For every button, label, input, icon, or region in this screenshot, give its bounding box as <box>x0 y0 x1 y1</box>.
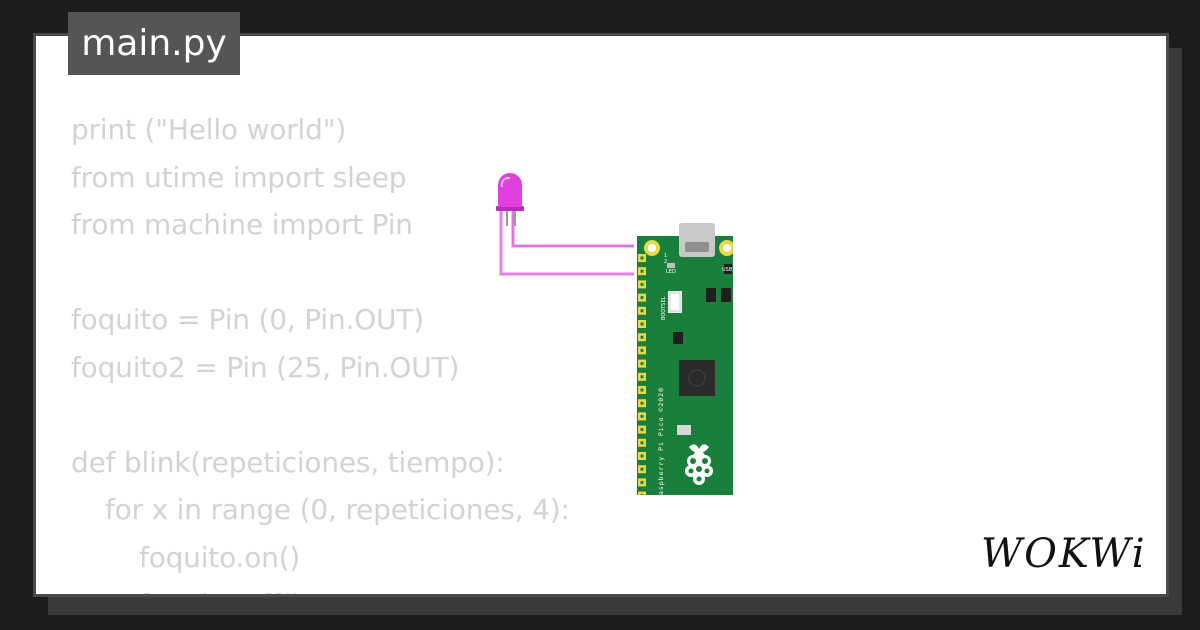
rp2040-chip <box>679 360 715 396</box>
header-pin-hole <box>640 401 644 405</box>
led-icon[interactable] <box>496 173 524 226</box>
code-line: foquito2 = Pin (25, Pin.OUT) <box>71 350 460 384</box>
code-line: print ("Hello world") <box>71 113 347 146</box>
header-pin-hole <box>640 348 644 352</box>
wire-pin-led-cathode <box>510 204 634 248</box>
code-line: def blink(repeticiones, tiempo): <box>71 445 505 479</box>
code-line: from machine import Pin <box>71 208 413 241</box>
header-pin-hole <box>640 322 644 326</box>
pin-2-label: 2 <box>664 259 667 265</box>
header-pin-hole <box>640 388 644 392</box>
project-card: print ("Hello world") from utime import s… <box>33 33 1169 597</box>
code-line: foquito.on() <box>139 540 301 574</box>
header-pin-hole <box>640 428 644 432</box>
header-pin-hole <box>640 309 644 313</box>
wire-pin-led-anode <box>499 206 634 276</box>
onboard-led <box>667 263 675 268</box>
pin-1-label: 1 <box>664 253 667 259</box>
board-name-label: Raspberry Pi Pico ©2020 <box>657 387 665 495</box>
bootsel-label: BOOTSEL <box>661 296 667 320</box>
header-pin-hole <box>640 454 644 458</box>
code-preview: print ("Hello world") from utime import s… <box>71 106 971 594</box>
pin-39-label: 39 <box>732 258 733 264</box>
wokwi-logo-text: WOKWi <box>981 531 1147 577</box>
header-pin-hole <box>640 480 644 484</box>
header-pin-hole <box>640 335 644 339</box>
header-pin-hole <box>640 296 644 300</box>
header-pin-hole <box>640 414 644 418</box>
header-pin-hole <box>640 362 644 366</box>
code-line: for x in range (0, repeticiones, 4): <box>105 493 570 526</box>
raspberry-pi-pico-board[interactable]: USB LED 1 2 39 BOOTSEL Raspberry Pi Pico… <box>637 223 733 495</box>
led-label: LED <box>666 269 676 275</box>
left-pin-header[interactable] <box>638 254 646 495</box>
header-pin-hole <box>640 441 644 445</box>
code-line: foquito.off() <box>71 581 971 594</box>
header-pin[interactable] <box>638 491 646 495</box>
wokwi-logo: WOKWi <box>981 531 1147 577</box>
circuit-diagram: USB LED 1 2 39 BOOTSEL Raspberry Pi Pico… <box>496 173 733 495</box>
raspberry-logo-icon <box>685 444 713 485</box>
header-pin-hole <box>640 282 644 286</box>
file-tab[interactable]: main.py <box>68 12 240 75</box>
header-pin-hole <box>640 256 644 260</box>
header-pin-hole <box>640 467 644 471</box>
code-line: foquito = Pin (0, Pin.OUT) <box>71 303 424 336</box>
code-line: from utime import sleep <box>71 160 407 194</box>
header-pin-hole <box>640 269 644 273</box>
header-pin-hole <box>640 494 644 495</box>
usb-label: USB <box>722 267 733 273</box>
header-pin-hole <box>640 375 644 379</box>
